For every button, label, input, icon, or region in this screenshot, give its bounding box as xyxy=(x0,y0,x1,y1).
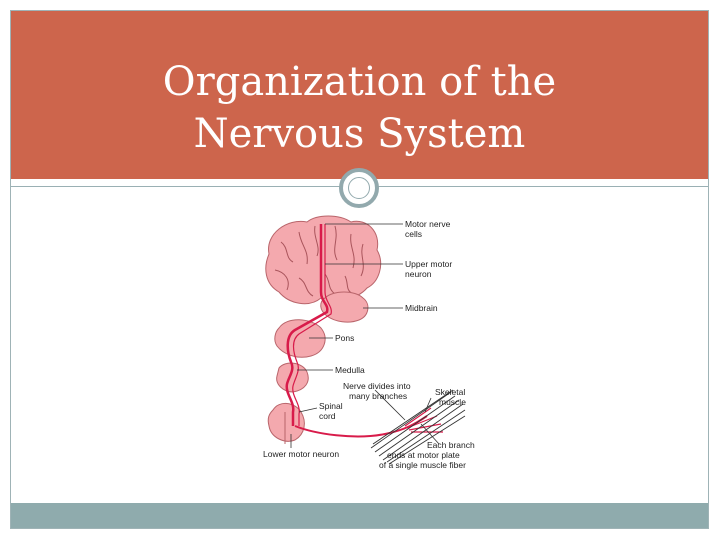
title-line-1: Organization of the xyxy=(162,59,557,105)
slide-title: Organization of the Nervous System xyxy=(11,56,708,160)
midbrain-illustration xyxy=(320,291,369,323)
footer-band xyxy=(11,503,708,528)
nerve-branches xyxy=(404,407,443,433)
label-motor-nerve-cells-1: Motor nerve xyxy=(405,219,451,229)
upper-motor-neuron-pathway-2 xyxy=(292,224,332,426)
title-line-2: Nervous System xyxy=(193,111,526,157)
divider-ring-ornament xyxy=(339,168,379,208)
label-upper-motor-neuron-2: neuron xyxy=(405,269,432,279)
motor-pathway-diagram: Motor nerve cells Upper motor neuron Mid… xyxy=(263,215,475,470)
label-skeletal-muscle-1: Skeletal xyxy=(435,387,465,397)
leader-lines xyxy=(290,223,440,448)
pons-illustration xyxy=(274,319,326,358)
label-pons: Pons xyxy=(335,333,354,343)
label-spinal-cord-2: cord xyxy=(319,411,336,421)
label-upper-motor-neuron-1: Upper motor xyxy=(405,259,452,269)
label-spinal-cord-1: Spinal xyxy=(319,401,343,411)
label-each-branch-1: Each branch xyxy=(427,440,475,450)
label-each-branch-2: ends at motor plate xyxy=(387,450,460,460)
title-band xyxy=(11,11,708,179)
label-medulla: Medulla xyxy=(335,365,365,375)
lower-motor-neuron-axon xyxy=(294,415,428,438)
brain-illustration xyxy=(265,215,382,305)
label-skeletal-muscle-2: muscle xyxy=(439,397,466,407)
label-midbrain: Midbrain xyxy=(405,303,438,313)
label-lower-motor-neuron: Lower motor neuron xyxy=(263,449,339,459)
upper-motor-neuron-pathway xyxy=(285,224,329,426)
label-nerve-divides-2: many branches xyxy=(349,391,407,401)
skeletal-muscle-illustration xyxy=(370,389,466,465)
label-motor-nerve-cells-2: cells xyxy=(405,229,422,239)
label-nerve-divides-1: Nerve divides into xyxy=(343,381,411,391)
label-each-branch-3: of a single muscle fiber xyxy=(379,460,466,470)
